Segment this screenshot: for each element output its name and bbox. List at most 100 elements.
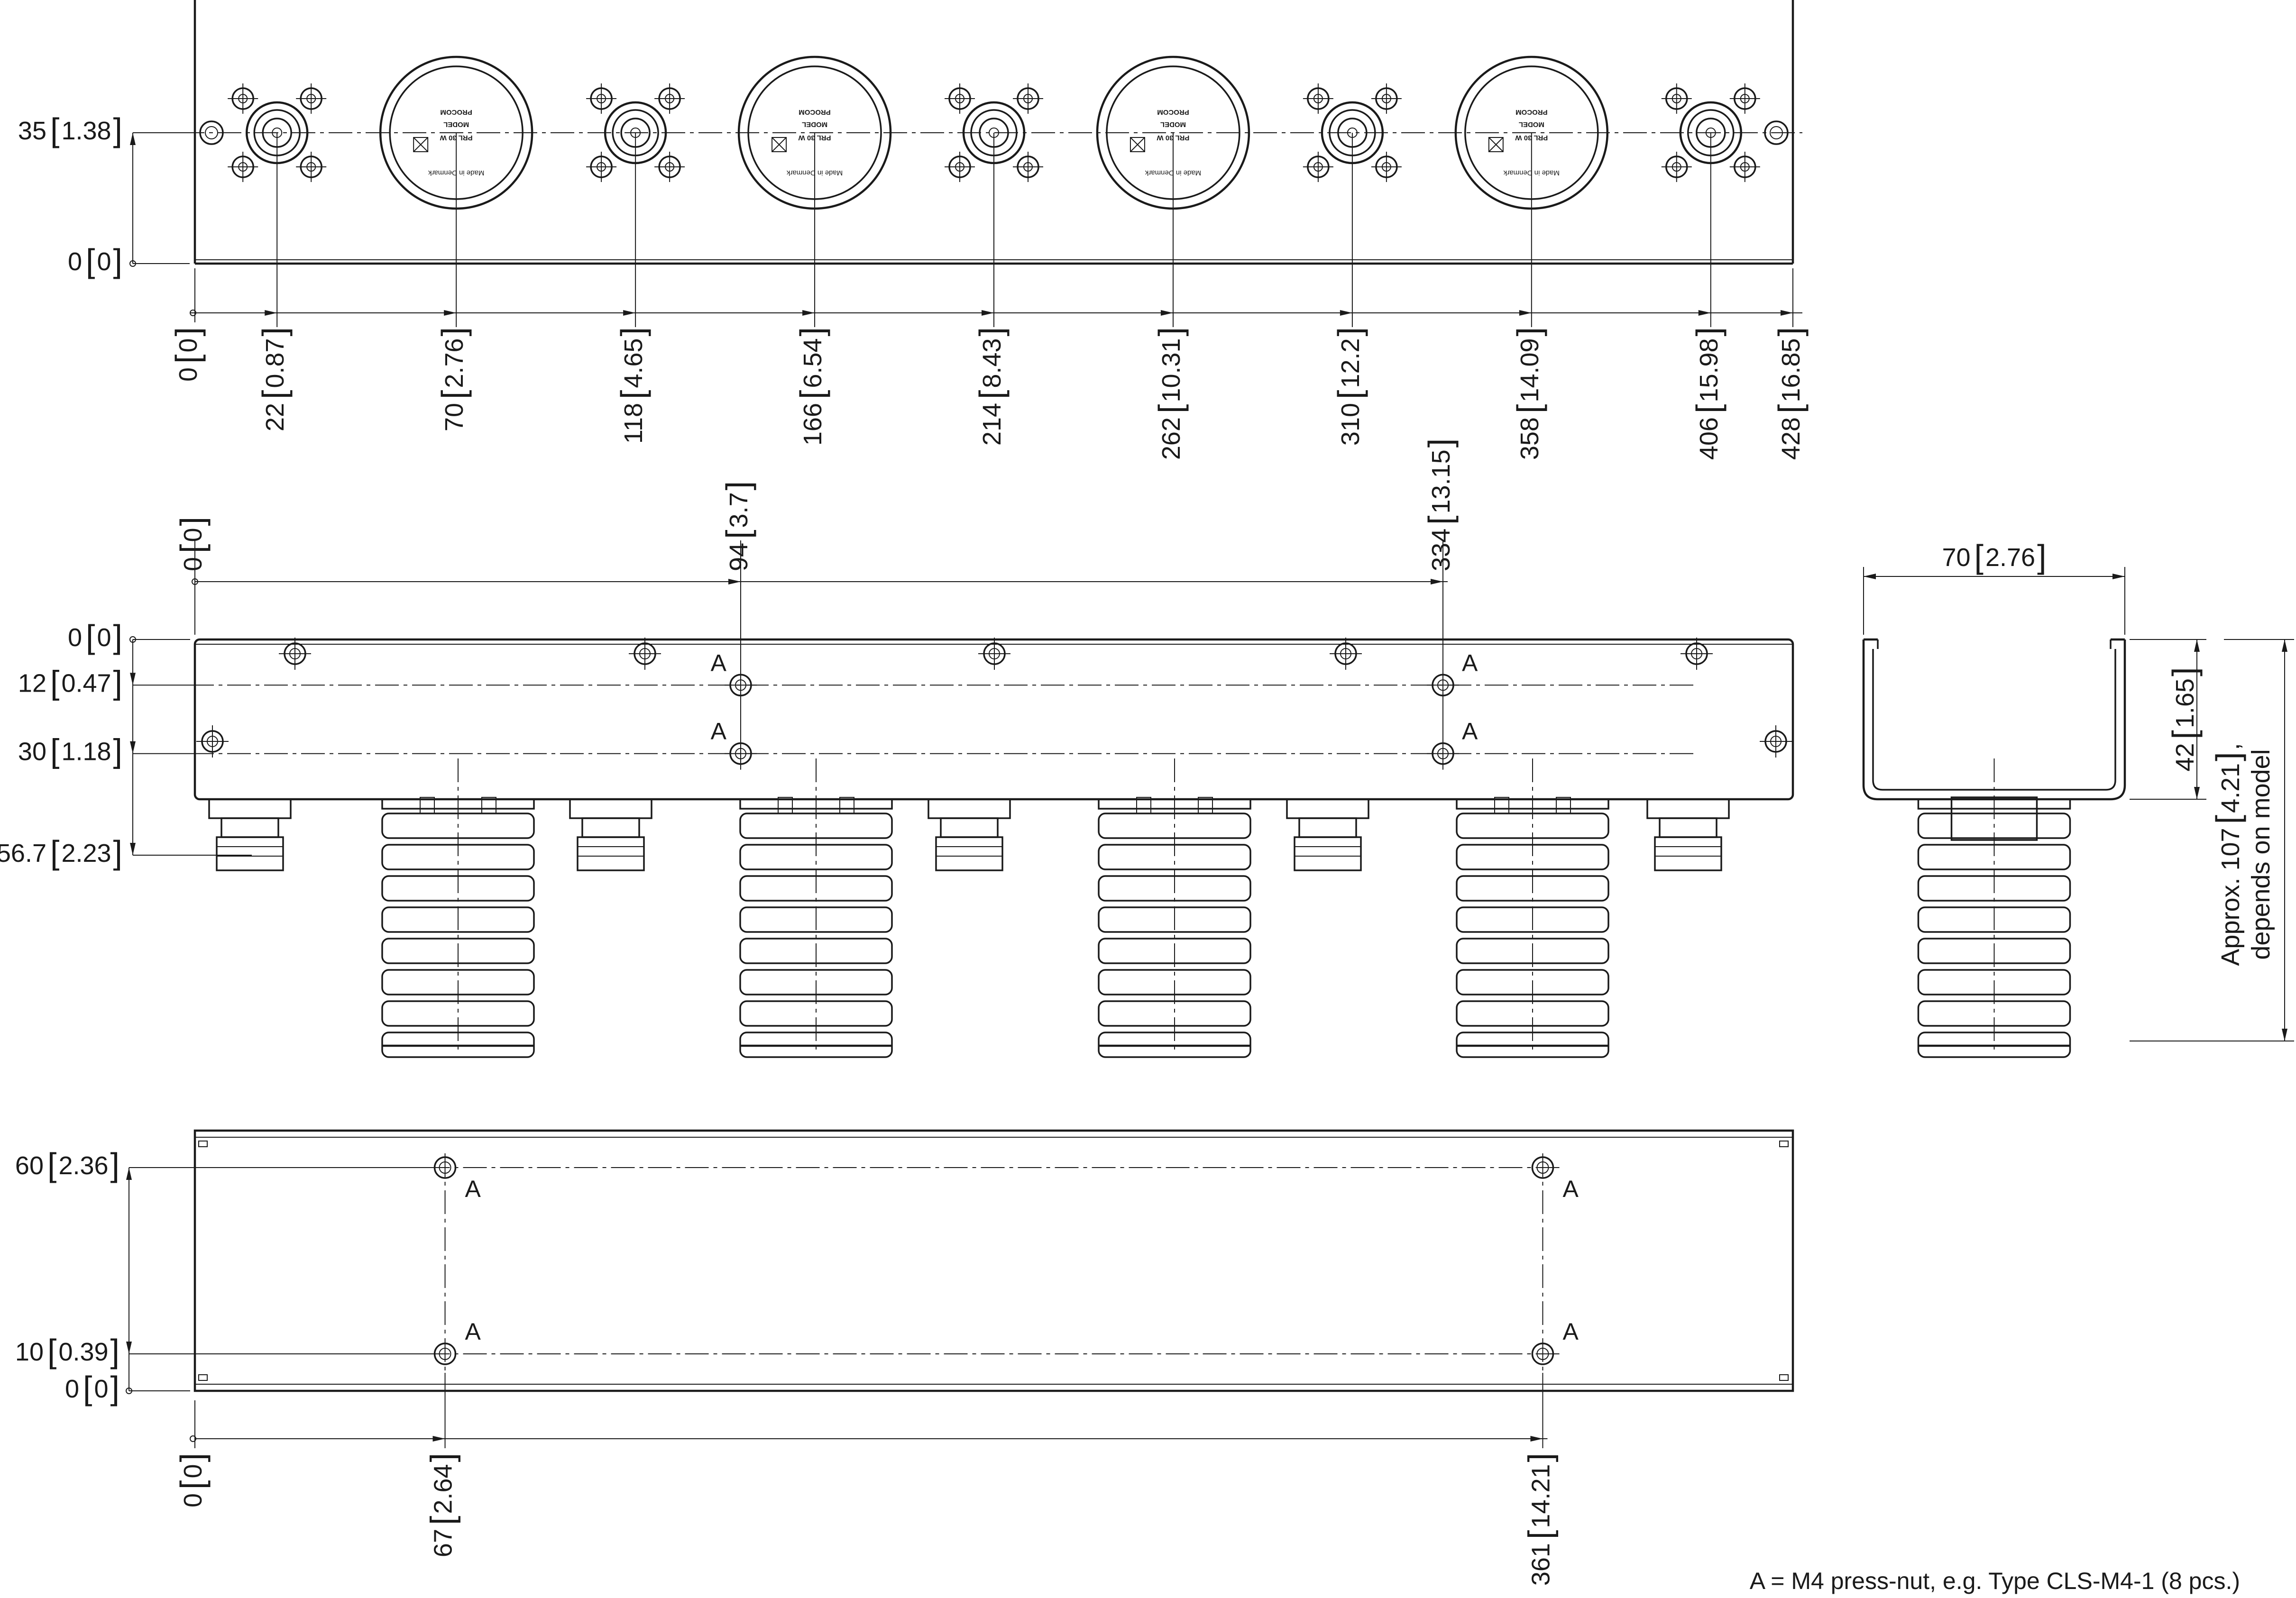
dimension-mm: 70 [440, 403, 468, 431]
front-vertical-dimension: 35[1.38] [18, 111, 122, 148]
dimension-text: 0[0] [65, 1370, 119, 1406]
dimension-arrow [1160, 310, 1173, 316]
press-nut-marker: A [1462, 649, 1478, 676]
dimension-text: 262[10.31] [1152, 327, 1189, 460]
heatsink-mount [381, 798, 535, 810]
heatsink-fin [1917, 844, 2071, 870]
dimension-bracket-open: [ [50, 664, 59, 701]
dimension-bracket-open: [ [973, 390, 1010, 399]
press-nut-marker: A [711, 718, 727, 745]
approx-height-line2: depends on model [2247, 749, 2275, 959]
bottom-vertical-dimension: 10[0.39] [15, 1333, 119, 1370]
dimension-arrow [2112, 574, 2125, 579]
approx-height-inch: 4.21 [2216, 763, 2245, 813]
side-vertical-dimension: 12[0.47] [18, 664, 122, 701]
dimension-bracket-open: [ [435, 390, 472, 399]
dimension-inch: 3.7 [725, 492, 753, 528]
dimension-bracket-close: ] [615, 327, 652, 336]
dimension-mm: 70 [1942, 543, 1970, 572]
press-nut-marker: A [1462, 718, 1478, 745]
dimension-bracket-open: [ [2209, 815, 2246, 824]
dimension-text: 166[6.54] [794, 327, 831, 446]
dimension-arrow [130, 673, 136, 685]
dimension-bracket-close: ] [1152, 327, 1189, 336]
dimension-bracket-close: ] [424, 1453, 461, 1462]
dimension-inch: 2.64 [429, 1464, 458, 1514]
dimension-arrow [802, 310, 815, 316]
dimension-mm: 358 [1515, 417, 1544, 460]
dimension-inch: 12.2 [1336, 338, 1365, 388]
dimension-mm: 406 [1695, 417, 1723, 460]
dimension-text: 10[0.39] [15, 1333, 119, 1370]
datum-circle [192, 578, 198, 585]
dimension-inch: 0 [97, 623, 111, 652]
dimension-text: 406[15.98] [1690, 327, 1727, 460]
front-horizontal-dimension: 262[10.31] [1152, 327, 1189, 460]
dimension-bracket-close: ] [113, 111, 122, 148]
dimension-arrow [130, 741, 136, 754]
dimension-bracket-close: ] [794, 327, 831, 336]
end-view: 70[2.76]42[1.65]Approx. 107[4.21],depend… [1862, 538, 2294, 1058]
dimension-text: 334[13.15] [1422, 438, 1459, 571]
dimension-text: 0[0] [174, 1453, 211, 1507]
press-nut-inner [439, 1161, 451, 1174]
dimension-inch: 15.98 [1695, 338, 1723, 402]
weee-bin-icon [1130, 137, 1145, 152]
connector-nut [581, 817, 640, 838]
front-horizontal-dimension: 358[14.09] [1510, 327, 1547, 460]
press-nut-note: A = M4 press-nut, e.g. Type CLS-M4-1 (8 … [1750, 1568, 2240, 1594]
dimension-inch: 1.18 [61, 738, 111, 766]
load-brand-text: PROCOM [1157, 108, 1189, 116]
dimension-bracket-close: ] [435, 327, 472, 336]
load-model-caption: MODEL [1160, 120, 1186, 128]
heatsink-mount [739, 798, 893, 810]
dimension-mm: 118 [619, 403, 648, 444]
dimension-text: 56.7[2.23] [0, 834, 122, 871]
weee-bin-icon [771, 137, 787, 152]
dimension-bracket-close: ] [2037, 538, 2046, 575]
connector-body [1950, 796, 2038, 841]
heatsink-mount [1098, 798, 1251, 810]
end-height-dimension: 42[1.65] [2166, 667, 2203, 771]
dimension-mm: 0 [68, 247, 82, 276]
connector-nut [940, 817, 999, 838]
dimension-text: 94[3.7] [719, 481, 756, 571]
dimension-text: 35[1.38] [18, 111, 122, 148]
dimension-arrow [2194, 787, 2200, 799]
dimension-mm: 22 [261, 403, 289, 431]
dimension-inch: 0.87 [261, 338, 289, 388]
dimension-bracket-open: [ [174, 1480, 211, 1489]
dimension-mm: 35 [18, 117, 46, 145]
heatsink-fin [1917, 969, 2071, 995]
heatsink-fin [1917, 1000, 2071, 1027]
dimension-text: 118[4.65] [615, 327, 652, 444]
dimension-bracket-open: [ [2166, 730, 2203, 739]
side-vertical-dimension: 30[1.18] [18, 732, 122, 769]
dimension-inch: 1.65 [2171, 678, 2199, 728]
connector-flange [1646, 798, 1730, 819]
connector-body [1294, 836, 1362, 871]
dimension-text: 0[0] [174, 517, 211, 571]
dimension-arrow [1698, 310, 1711, 316]
connector-nut [220, 817, 279, 838]
dimension-arrow [130, 133, 136, 145]
dimension-text: 358[14.09] [1510, 327, 1547, 460]
dimension-arrow [728, 579, 741, 584]
dimension-inch: 8.43 [978, 338, 1006, 388]
dimension-mm: 166 [799, 403, 827, 446]
dimension-inch: 14.21 [1527, 1464, 1555, 1528]
dimension-bracket-open: [ [86, 618, 95, 655]
housing-screw [1759, 724, 1793, 758]
front-horizontal-dimension: 0[0] [169, 327, 206, 382]
dimension-bracket-close: ] [113, 732, 122, 769]
dimension-bracket-open: [ [50, 111, 59, 148]
dimension-bracket-open: [ [1152, 404, 1189, 413]
dimension-arrow [444, 310, 457, 316]
load-brand-text: PROCOM [1515, 108, 1548, 116]
corner-notch [198, 1374, 208, 1381]
dimension-bracket-open: [ [256, 390, 293, 399]
